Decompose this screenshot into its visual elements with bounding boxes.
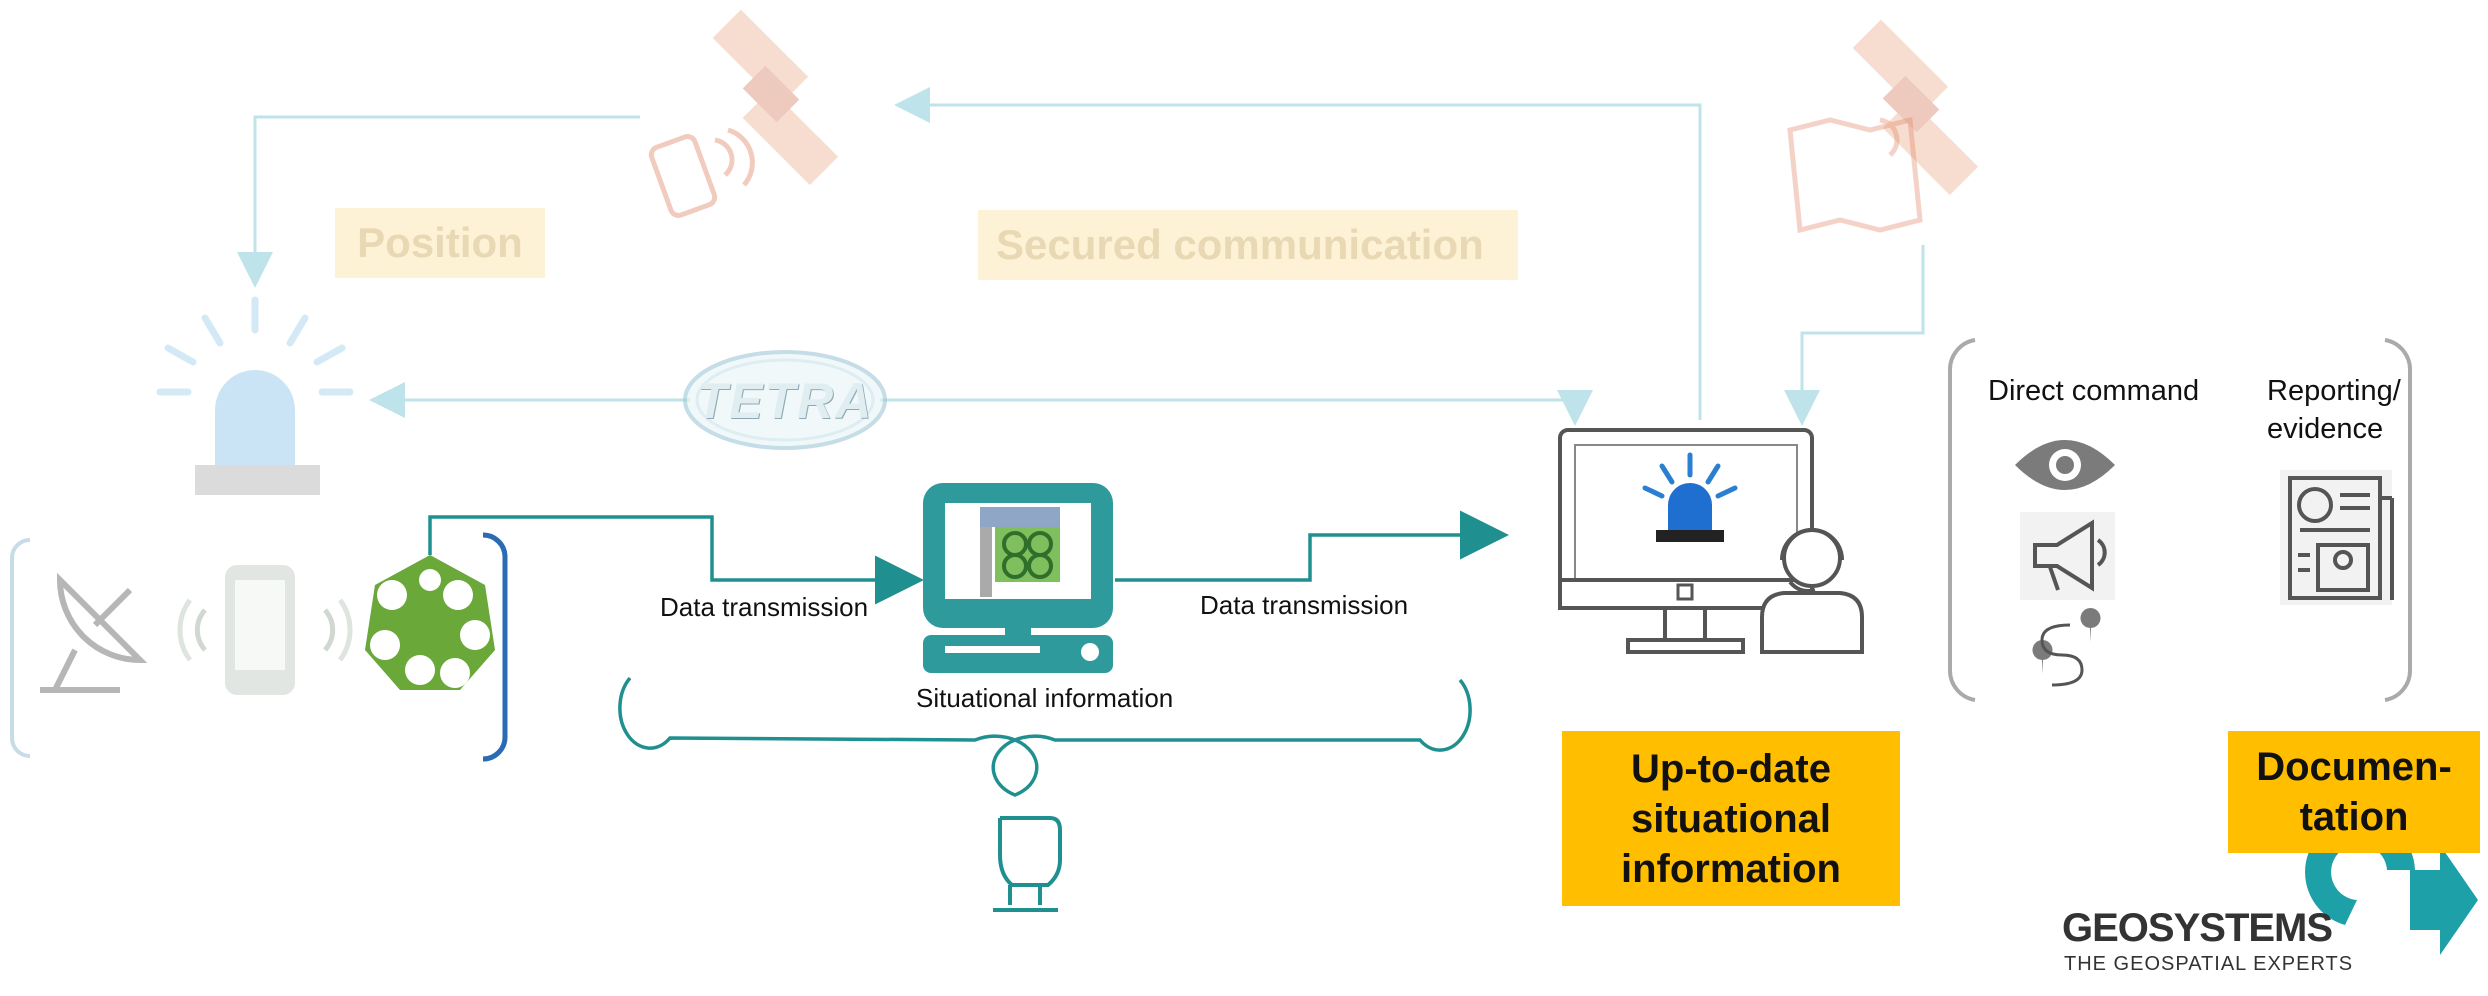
direct-command-label: Direct command [1988, 375, 2200, 407]
megaphone-icon [2020, 512, 2115, 600]
secured-communication-label: Secured communication [978, 210, 1518, 280]
dish-icon [40, 572, 148, 693]
up-to-date-line-3: information [1621, 846, 1841, 891]
geosystems-logo-name: GEOSYSTEMS [2062, 906, 2333, 950]
up-to-date-box: Up-to-date situational information [1562, 731, 1900, 906]
drone-to-computer-link [428, 515, 924, 605]
documentation-group [1947, 338, 2413, 702]
report-icon [2280, 470, 2394, 605]
reporting-line-2: evidence [2267, 413, 2384, 445]
eye-icon [2015, 440, 2115, 490]
position-link [237, 115, 640, 288]
siren-icon [156, 296, 354, 495]
operator-icon [1760, 528, 1864, 654]
finger-press-icon [993, 816, 1062, 912]
monitor-siren-icon [1558, 428, 1814, 654]
reporting-line-1: Reporting/ [2267, 375, 2401, 407]
tetra-logo [683, 350, 887, 450]
data-flow-lines [428, 510, 1509, 605]
data-transmission-left-label: Data transmission [660, 592, 869, 622]
phone-icon [177, 565, 353, 695]
satellite-right-icon [1852, 19, 1979, 196]
map-signal-icon [1787, 116, 1923, 234]
secured-comm-link [894, 87, 1702, 420]
geosystems-logo-tagline: THE GEOSPATIAL EXPERTS [2064, 953, 2354, 975]
computer-icon [923, 483, 1113, 673]
computer-to-monitor-link [1115, 510, 1509, 582]
tetra-link-right [880, 390, 1593, 426]
route-pins-icon [2032, 608, 2101, 687]
up-to-date-line-2: situational [1630, 796, 1832, 841]
documentation-box: Documen- tation [2228, 731, 2480, 853]
device-group [10, 532, 508, 762]
documentation-line-1: Documen- [2256, 745, 2452, 789]
satellite-right-link [1784, 245, 1925, 426]
documentation-line-2: tation [2299, 795, 2409, 839]
curly-brace [618, 676, 1472, 797]
satellite-icon [712, 9, 839, 186]
phone-signal-icon [648, 127, 755, 218]
reporting-evidence-label: Reporting/ evidence [2267, 372, 2401, 448]
faded-connectors [237, 87, 1925, 426]
data-transmission-right-label: Data transmission [1200, 590, 1409, 620]
tetra-text: TETRA [696, 373, 874, 429]
position-label: Position [335, 208, 545, 278]
situational-information-label: Situational information [916, 683, 1174, 713]
up-to-date-line-1: Up-to-date [1631, 746, 1831, 791]
drone-icon [365, 555, 495, 690]
